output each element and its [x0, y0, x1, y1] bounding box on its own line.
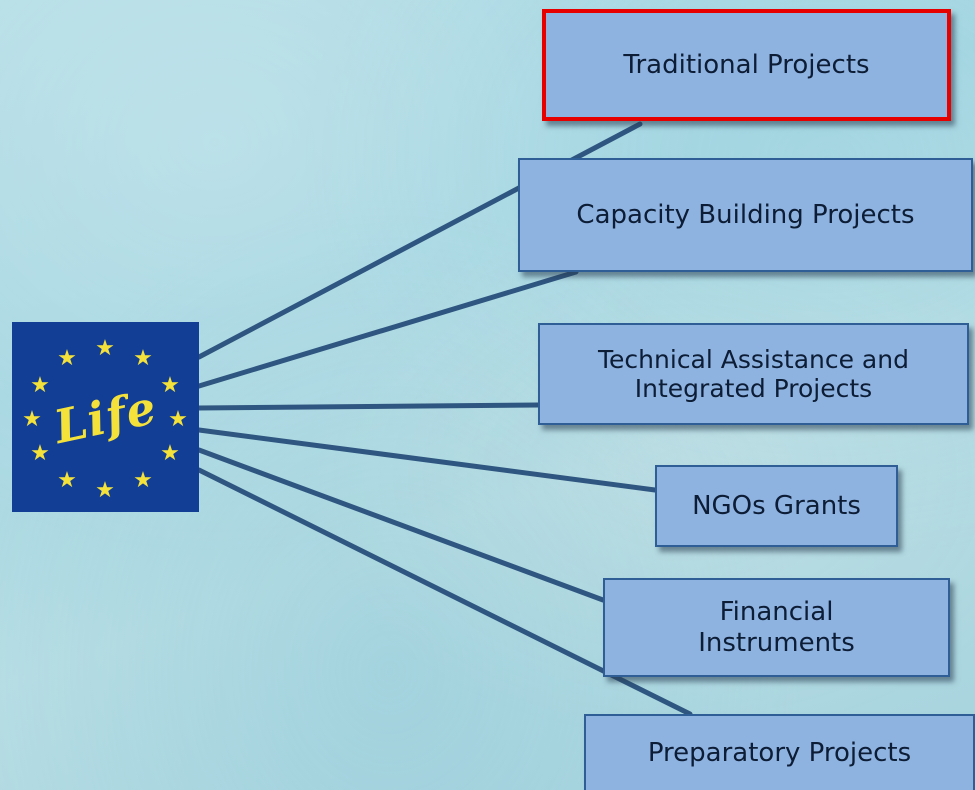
node-preparatory-projects: Preparatory Projects [584, 714, 975, 790]
svg-text:★: ★ [57, 468, 77, 493]
eu-stars-icon: ★ ★ ★ ★ ★ ★ ★ ★ ★ ★ ★ ★ [22, 336, 188, 503]
svg-text:★: ★ [22, 407, 42, 432]
node-financial-instruments: Financial Instruments [603, 578, 950, 677]
life-logo: ★ ★ ★ ★ ★ ★ ★ ★ ★ ★ ★ ★ Life [12, 322, 199, 512]
svg-text:★: ★ [30, 373, 50, 398]
svg-text:★: ★ [168, 407, 188, 432]
svg-text:★: ★ [57, 346, 77, 371]
node-traditional-projects: Traditional Projects [542, 9, 951, 121]
life-logo-text: Life [49, 379, 162, 455]
node-ngos-grants: NGOs Grants [655, 465, 898, 547]
svg-text:★: ★ [30, 441, 50, 466]
svg-text:★: ★ [160, 373, 180, 398]
svg-text:★: ★ [95, 478, 115, 503]
connector-technical [196, 402, 541, 411]
connector-ngo [196, 427, 658, 493]
svg-text:★: ★ [133, 468, 153, 493]
node-technical-assistance-integrated-projects: Technical Assistance and Integrated Proj… [538, 323, 969, 425]
node-capacity-building-projects: Capacity Building Projects [518, 158, 973, 272]
svg-text:★: ★ [95, 336, 115, 361]
connector-capacity [196, 269, 579, 389]
connector-financial [196, 447, 606, 603]
svg-text:★: ★ [133, 346, 153, 371]
svg-text:★: ★ [160, 441, 180, 466]
